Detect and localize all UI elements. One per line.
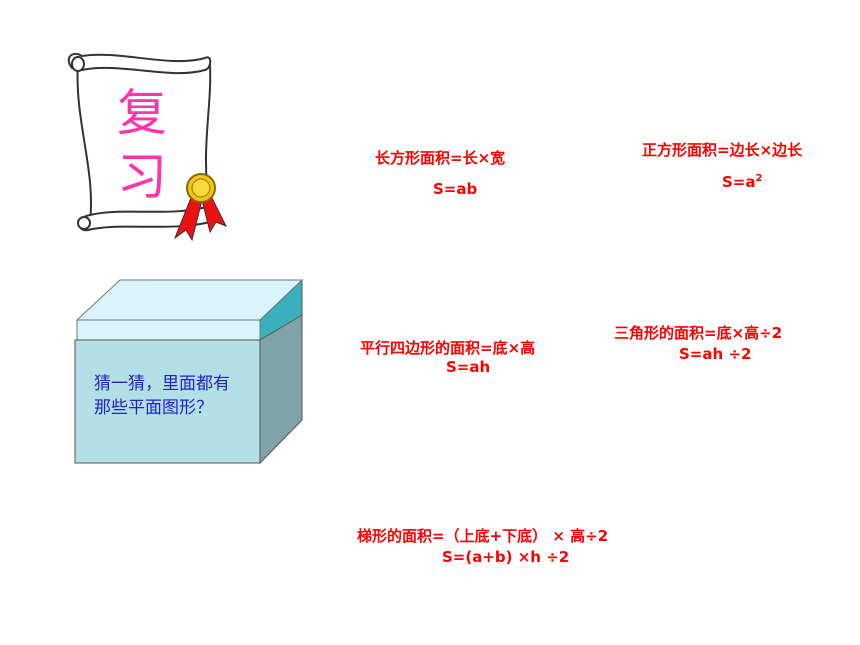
rectangle-formula-name: 长方形面积=长×宽 (375, 149, 506, 167)
rectangle-formula-expr: S=ab (433, 180, 478, 198)
box-lid-front (76, 319, 261, 341)
scroll-title-line1: 复 (117, 84, 167, 142)
scroll-graphic (67, 52, 228, 242)
square-formula-base: S=a (722, 173, 756, 191)
square-formula-expr: S=a2 (722, 173, 762, 191)
scroll-title-line2: 习 (117, 148, 167, 206)
parallelogram-formula-expr: S=ah (446, 358, 491, 376)
triangle-formula-expr: S=ah ÷2 (679, 345, 752, 363)
trapezoid-formula-expr: S=(a+b) ×h ÷2 (442, 548, 570, 566)
scroll-top-roll (67, 52, 212, 75)
trapezoid-formula-name: 梯形的面积=（上底+下底） × 高÷2 (357, 527, 609, 545)
box-front (74, 339, 261, 464)
box-question-text: 猜一猜，里面都有那些平面图形？ (94, 374, 230, 418)
triangle-formula-name: 三角形的面积=底×高÷2 (614, 324, 783, 342)
square-formula-name: 正方形面积=边长×边长 (642, 141, 803, 159)
box-graphic (74, 278, 304, 465)
square-formula-exponent: 2 (755, 173, 763, 184)
parallelogram-formula-name: 平行四边形的面积=底×高 (360, 339, 536, 357)
